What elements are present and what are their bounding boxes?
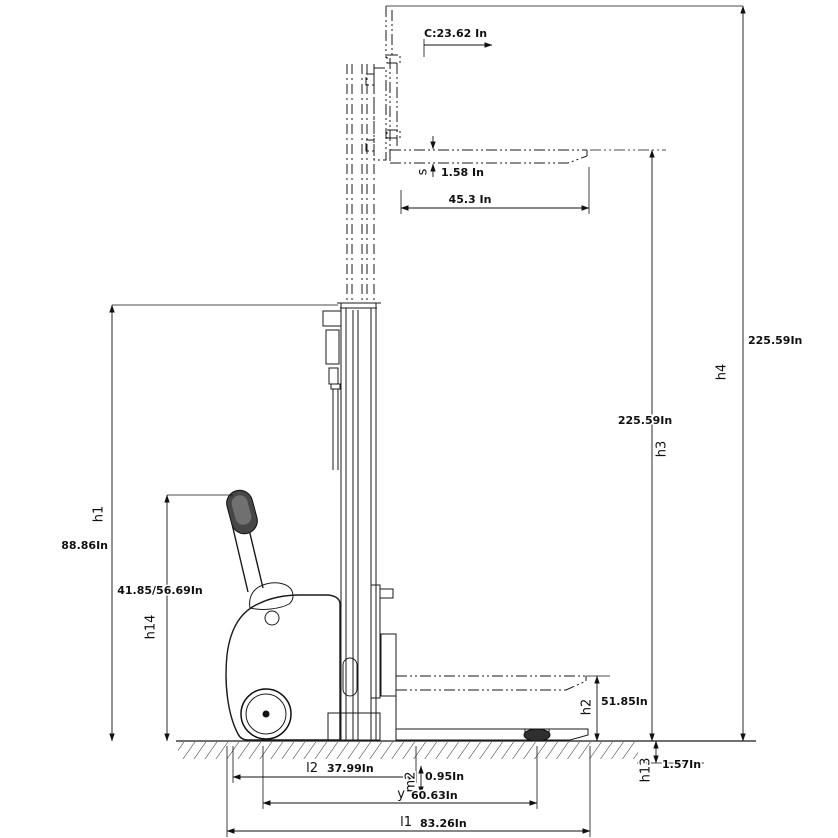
tiller-mount [249,582,294,610]
dim-h2: 51.85In h2 [578,675,649,742]
dim-m2: m2 0.95In [402,765,466,795]
dim-h2-label: h2 [580,699,595,716]
chassis-base-plate [327,712,381,741]
tiller-handle [226,489,258,535]
dim-h4-value: 225.59In [748,334,802,347]
fork-raised-top-phantom [365,6,588,164]
dim-h13-label: h13 [639,758,654,783]
dim-c-label: C:23.62 In [424,27,487,40]
load-wheel [523,728,551,742]
dim-h14-label: h14 [144,615,159,640]
dim-y: y 60.63In [262,746,538,809]
dim-h13: 1.57In h13 [637,740,704,784]
fork-lowered [395,728,589,742]
dim-h14-value: 41.85/56.69In [117,584,203,597]
dim-h14: 41.85/56.69In h14 [116,494,233,742]
dim-s: s 1.58 In [414,136,485,181]
dim-fork-length: 45.3 In [400,167,590,214]
dim-h1-value: 88.86In [61,539,108,552]
ground-hatching [178,742,638,759]
dim-h3: 225.59In h3 [590,149,674,742]
fork-carriage [370,584,397,729]
dim-l1: l1 83.26In [226,746,591,837]
mast-extended-phantom [346,64,375,303]
dim-h2-value: 51.85In [601,695,648,708]
dim-l2-label: l2 [306,761,318,776]
dim-y-label: y [397,787,405,802]
dim-h3-value: 225.59In [618,414,672,427]
dim-h4: 225.59In h4 [386,5,804,742]
body-knob [264,610,280,626]
dim-s-value: 1.58 In [441,166,484,179]
tiller-arm [226,489,264,593]
dim-m2-label: m2 [404,772,419,793]
dim-l1-label: l1 [400,815,412,830]
chassis-body [225,582,358,741]
dim-c: C:23.62 In [423,26,493,57]
dim-l1-value: 83.26In [420,817,467,830]
dim-m2-value: 0.95In [425,770,464,783]
dim-l2-value: 37.99In [327,762,374,775]
dim-s-label: s [416,168,431,175]
ground [176,740,756,759]
dim-l2: l2 37.99In [232,746,417,783]
dim-y-value: 60.63In [411,789,458,802]
body-handle-recess [342,657,358,697]
dim-fork-length-value: 45.3 In [449,193,492,206]
dim-h1: h1 88.86In [60,304,338,742]
dim-h4-label: h4 [715,364,730,381]
dim-h3-label: h3 [655,441,670,458]
dim-h1-label: h1 [92,506,107,523]
mast [322,302,381,741]
fork-raised-mid-phantom [395,675,587,691]
dim-h13-value: 1.57In [662,758,701,771]
drive-wheel [240,688,292,740]
